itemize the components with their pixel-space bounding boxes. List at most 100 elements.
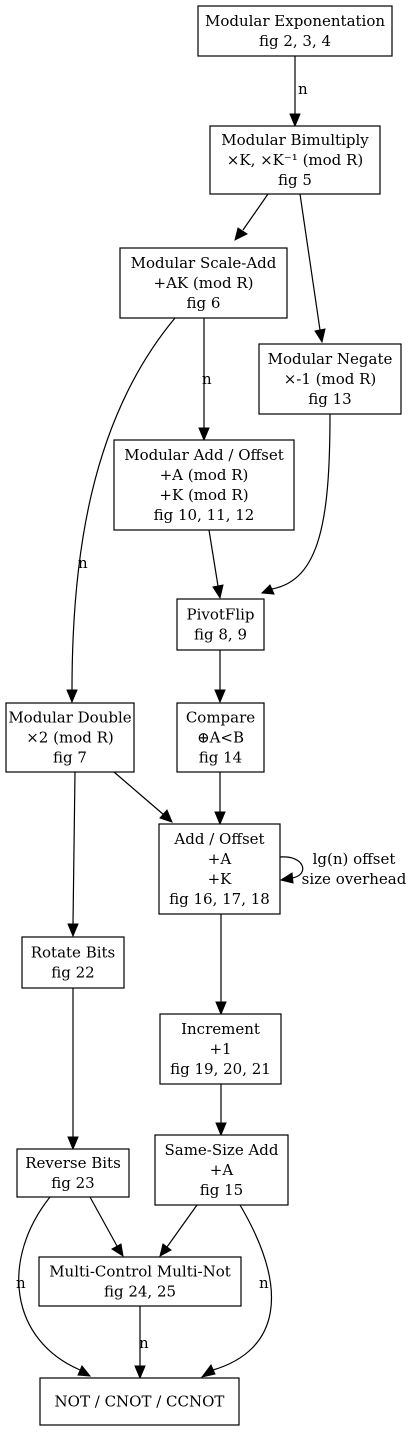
edge-mcmn-to-gates: n bbox=[134, 1306, 149, 1380]
arrowhead-icon bbox=[77, 1365, 92, 1377]
edge-compare-to-addoffset bbox=[214, 772, 226, 826]
node-text-line: fig 13 bbox=[308, 390, 351, 408]
node-scaleadd: Modular Scale-Add +AK (mod R) fig 6 bbox=[119, 247, 288, 319]
edge-samesize-to-mcmn bbox=[159, 1204, 198, 1257]
node-text-line: ×2 (mod R) bbox=[26, 729, 114, 747]
node-text-line: fig 22 bbox=[51, 964, 94, 982]
node-text-line: +K bbox=[208, 870, 233, 888]
node-text-line: Modular Scale-Add bbox=[131, 254, 277, 272]
node-double: Modular Double×2 (mod R)fig 7 bbox=[5, 702, 135, 773]
node-text-line: fig 14 bbox=[199, 749, 242, 767]
edge-line bbox=[166, 1204, 198, 1248]
node-gates: NOT / CNOT / CCNOT bbox=[39, 1377, 240, 1426]
arrowhead-icon bbox=[200, 1364, 216, 1378]
node-box bbox=[5, 702, 135, 773]
node-box bbox=[119, 247, 288, 319]
edge-label: n bbox=[78, 554, 88, 572]
node-text-line: ⊕A<B bbox=[197, 729, 244, 747]
edge-bimul-to-negate bbox=[299, 193, 326, 344]
edge-scaleadd-to-modadd: n bbox=[198, 318, 212, 442]
edge-line bbox=[72, 771, 76, 925]
node-text-line: Rotate Bits bbox=[31, 944, 116, 962]
node-box bbox=[197, 5, 393, 57]
node-box bbox=[154, 1134, 289, 1206]
edge-label: n bbox=[16, 1274, 26, 1292]
edge-label: n bbox=[202, 370, 212, 388]
node-text-line: Modular Negate bbox=[268, 350, 393, 368]
node-box bbox=[21, 936, 125, 989]
node-text-line: fig 23 bbox=[51, 1174, 94, 1192]
node-text-line: +1 bbox=[209, 1040, 231, 1058]
node-negate: Modular Negate×-1 (mod R)fig 13 bbox=[258, 343, 402, 415]
arrowhead-icon bbox=[279, 872, 294, 884]
node-text-line: +A (mod R) bbox=[160, 466, 249, 484]
node-text-line: fig 6 bbox=[187, 294, 221, 312]
node-bimul: Modular Bimultiply×K, ×K⁻¹ (mod R)fig 5 bbox=[209, 125, 381, 195]
node-text-line: fig 24, 25 bbox=[104, 1283, 176, 1301]
node-box bbox=[39, 1377, 240, 1426]
node-box bbox=[258, 343, 402, 415]
arrowhead-icon bbox=[134, 1365, 146, 1380]
edge-bimul-to-scaleadd bbox=[234, 193, 269, 241]
edge-modadd-to-pivotflip bbox=[208, 529, 224, 600]
edge-line bbox=[113, 771, 165, 816]
node-text-line: fig 7 bbox=[53, 749, 87, 767]
node-box bbox=[176, 702, 265, 773]
edge-pivotflip-to-compare bbox=[214, 650, 226, 704]
arrowhead-icon bbox=[159, 1243, 172, 1257]
node-text-line: NOT / CNOT / CCNOT bbox=[55, 1393, 225, 1411]
arrowhead-icon bbox=[214, 811, 226, 826]
node-rotate: Rotate Bits fig 22 bbox=[21, 936, 125, 989]
edge-increment-to-samesize bbox=[215, 1084, 227, 1137]
arrowhead-icon bbox=[260, 584, 275, 595]
arrowhead-icon bbox=[234, 227, 248, 241]
arrowhead-icon bbox=[289, 113, 301, 128]
node-box bbox=[38, 1256, 242, 1307]
node-box bbox=[16, 1148, 130, 1198]
edge-line bbox=[18, 1196, 81, 1371]
node-text-line: ×K, ×K⁻¹ (mod R) bbox=[227, 151, 363, 169]
node-text-line: Modular Add / Offset bbox=[124, 446, 284, 464]
node-text-line: +K (mod R) bbox=[159, 486, 248, 504]
self-loop-line bbox=[279, 856, 304, 879]
node-text-line: Multi-Control Multi-Not bbox=[49, 1263, 231, 1281]
edge-double-to-rotate bbox=[67, 771, 79, 938]
node-text-line: +AK (mod R) bbox=[154, 274, 254, 292]
node-text-line: fig 8, 9 bbox=[194, 626, 247, 644]
edge-samesize-to-gates: n bbox=[200, 1204, 273, 1378]
node-text-line: Compare bbox=[186, 709, 255, 727]
arrowhead-icon bbox=[215, 1001, 227, 1016]
edge-line bbox=[212, 1204, 273, 1371]
edge-reverse-to-gates: n bbox=[16, 1196, 92, 1377]
arrowhead-icon bbox=[198, 427, 210, 442]
node-text-line: +A bbox=[208, 850, 232, 868]
node-text-line: fig 15 bbox=[200, 1181, 243, 1199]
node-text-line: fig 19, 20, 21 bbox=[170, 1060, 271, 1078]
node-text-line: Add / Offset bbox=[173, 830, 264, 848]
edge-line bbox=[299, 193, 321, 331]
node-compare: Compare ⊕A<B fig 14 bbox=[176, 702, 265, 773]
node-text-line: Increment bbox=[181, 1020, 260, 1038]
node-text-line: Modular Bimultiply bbox=[221, 131, 369, 149]
edge-label: n bbox=[139, 1334, 149, 1352]
edge-line bbox=[89, 1196, 118, 1247]
edge-reverse-to-mcmn bbox=[89, 1196, 124, 1258]
node-text-line: fig 16, 17, 18 bbox=[169, 890, 270, 908]
edge-line bbox=[242, 193, 269, 231]
node-box bbox=[209, 125, 381, 195]
edge-modexp-to-bimul: n bbox=[289, 56, 308, 128]
node-box bbox=[176, 598, 265, 651]
edge-line bbox=[271, 413, 331, 590]
node-modadd: Modular Add / Offset +A (mod R) +K (mod R)… bbox=[113, 439, 295, 531]
node-box bbox=[113, 439, 295, 531]
edge-rotate-to-reverse bbox=[67, 988, 79, 1151]
arrowhead-icon bbox=[212, 584, 224, 600]
node-text-line: +A bbox=[210, 1161, 234, 1179]
node-increment: Increment +1 fig 19, 20, 21 bbox=[159, 1013, 282, 1085]
arrowhead-icon bbox=[111, 1243, 124, 1258]
edge-double-to-addoffset bbox=[113, 771, 173, 823]
